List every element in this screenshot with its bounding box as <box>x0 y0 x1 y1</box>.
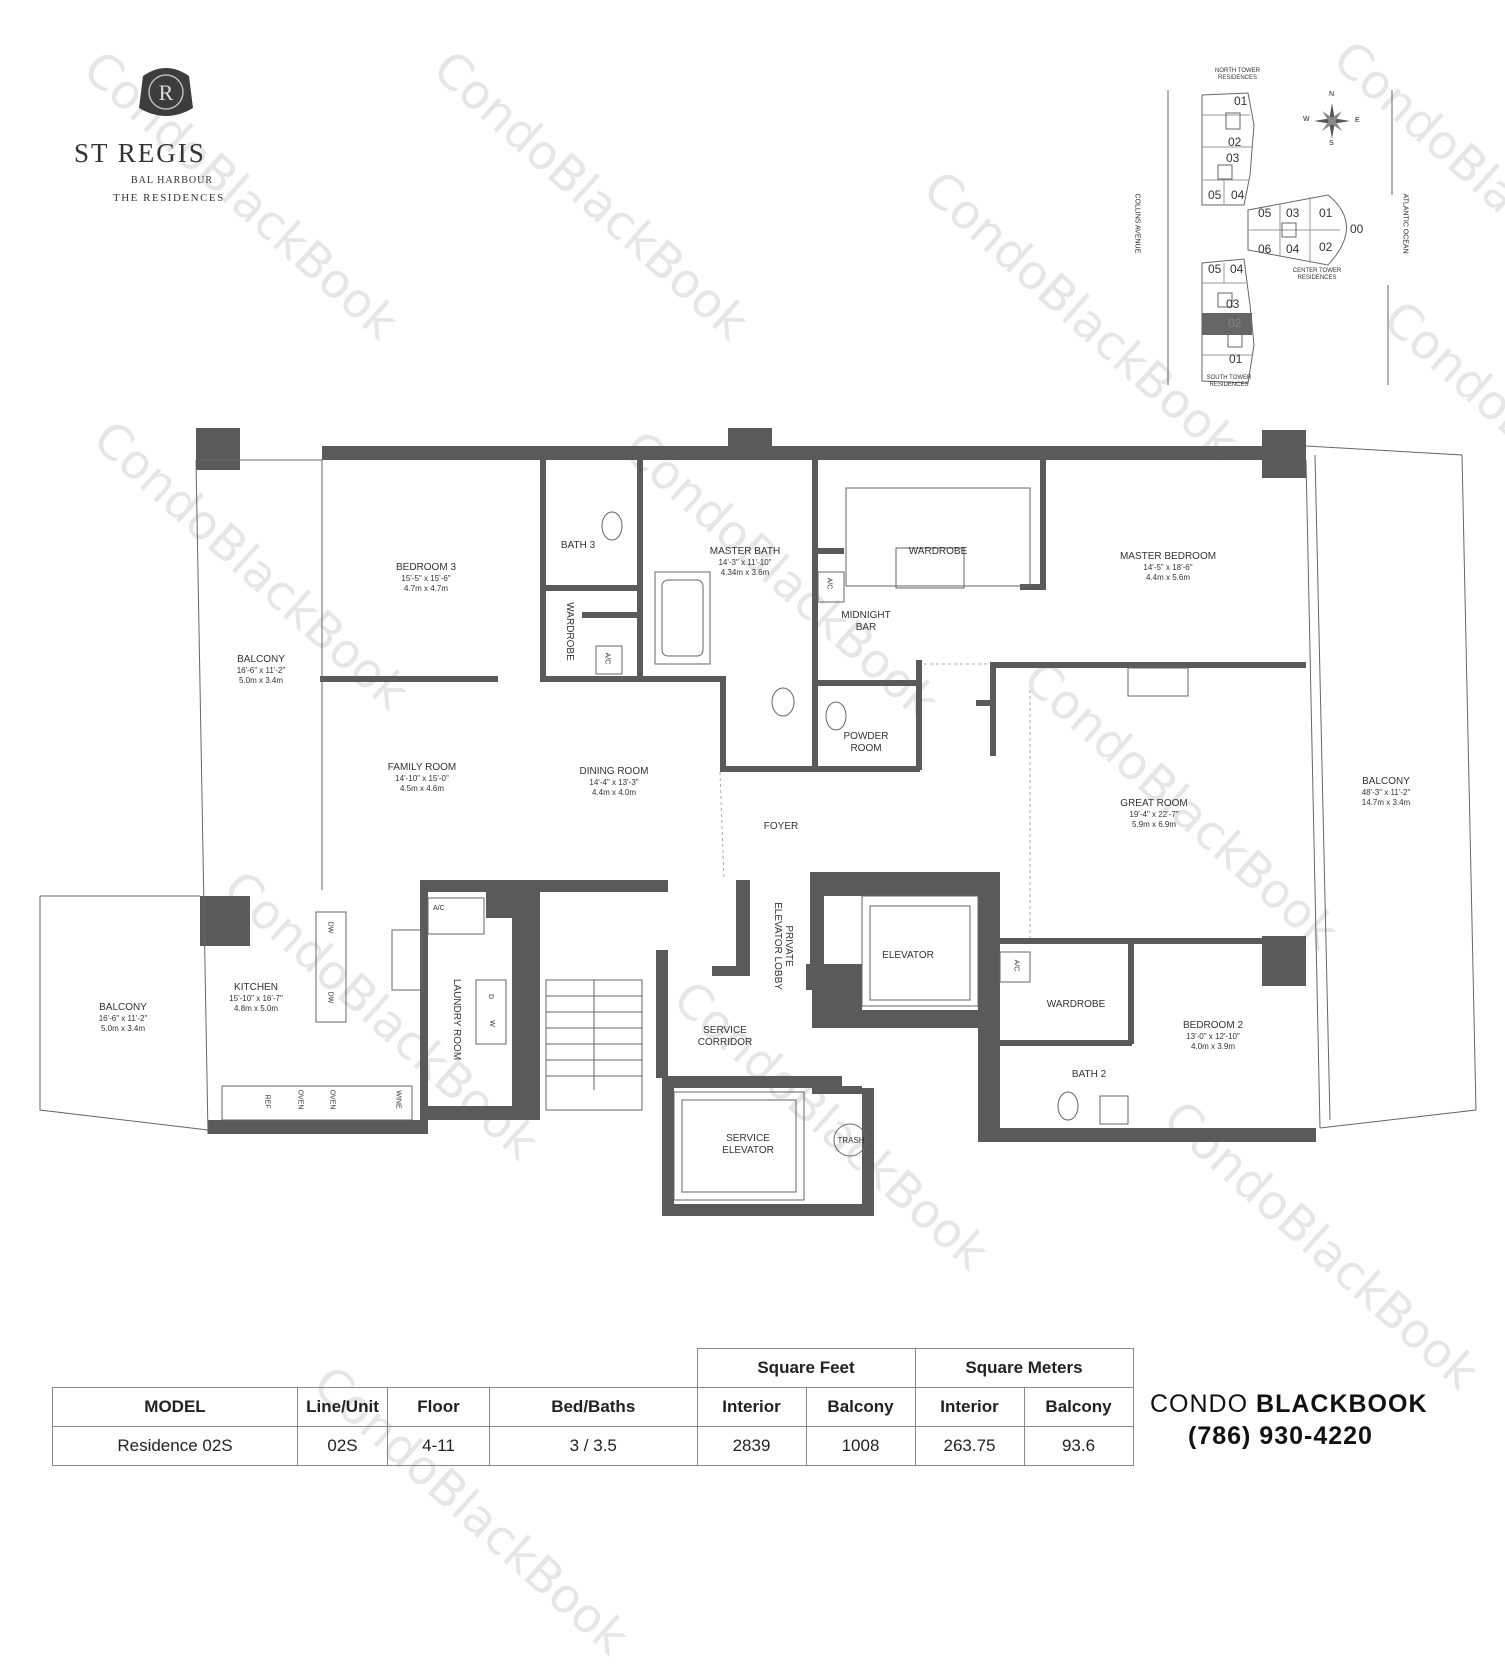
header-model: MODEL <box>52 1387 298 1427</box>
dashed-lines <box>719 663 1031 938</box>
brand-word-blackbook: BLACKBOOK <box>1256 1390 1428 1418</box>
keyplan-unit: 05 <box>1208 188 1222 202</box>
dishwasher-label: DW <box>326 921 334 934</box>
keyplan-unit: 02 <box>1319 240 1333 254</box>
oven-label: OVEN <box>296 1089 304 1110</box>
wine-cooler-label: WINE <box>394 1090 402 1109</box>
room-master-bath: MASTER BATH 14'-3" x 11'-10" 4.34m x 3.6… <box>709 546 781 577</box>
brand-word-condo: CONDO <box>1150 1390 1249 1418</box>
room-dining-room: DINING ROOM 14'-4" x 13'-3" 4.4m x 4.0m <box>579 766 649 797</box>
room-foyer: FOYER <box>763 821 799 832</box>
room-family-room: FAMILY ROOM 14'-10" x 15'-0" 4.5m x 4.6m <box>387 762 457 793</box>
oven-label: OVEN <box>328 1089 336 1110</box>
square-meters-header: Square Meters <box>914 1348 1134 1388</box>
ac-label: A/C <box>433 905 445 912</box>
room-wardrobe-bedroom-3: WARDROBE <box>563 602 575 661</box>
spec-table: Square Feet Square Meters MODEL Line/Uni… <box>52 1348 1134 1466</box>
keyplan-unit: 03 <box>1286 206 1300 220</box>
room-bath-2: BATH 2 <box>1071 1069 1107 1080</box>
room-trash: TRASH <box>837 1136 865 1145</box>
room-powder-room: POWDER ROOM <box>843 731 889 754</box>
washer-label: W <box>487 1020 495 1027</box>
ac-label: A/C <box>825 577 833 590</box>
cell-bed-baths: 3 / 3.5 <box>489 1426 698 1466</box>
room-balcony-east: BALCONY 48'-3" x 11'-2" 14.7m x 3.4m <box>1361 776 1411 807</box>
header-balcony-sqm: Balcony <box>1023 1387 1134 1427</box>
keyplan-unit: 04 <box>1231 188 1245 202</box>
room-service-corridor: SERVICE CORRIDOR <box>697 1025 753 1048</box>
brand-phone: (786) 930-4220 <box>1188 1422 1373 1450</box>
walls <box>196 428 1316 1216</box>
cell-interior-sqm: 263.75 <box>914 1426 1025 1466</box>
logo-tagline: THE RESIDENCES <box>113 192 225 204</box>
ac-label: A/C <box>1012 959 1020 972</box>
header-floor: Floor <box>387 1387 490 1427</box>
keyplan-unit: 01 <box>1229 352 1243 366</box>
keyplan-unit: 04 <box>1286 242 1300 256</box>
room-midnight-bar: MIDNIGHT BAR <box>841 610 891 633</box>
room-great-room: GREAT ROOM 19'-4" x 22'-7" 5.9m x 6.9m <box>1120 798 1188 829</box>
compass-n: N <box>1329 91 1335 98</box>
room-elevator: ELEVATOR <box>882 950 934 961</box>
keyplan-unit: 01 <box>1234 94 1248 108</box>
keyplan-unit: 03 <box>1226 151 1240 165</box>
header-balcony-sqft: Balcony <box>805 1387 916 1427</box>
cell-interior-sqft: 2839 <box>696 1426 807 1466</box>
keyplan-unit: 05 <box>1258 206 1272 220</box>
compass-e: E <box>1355 117 1360 124</box>
compass-s: S <box>1329 140 1334 147</box>
refrigerator-label: REF <box>263 1094 271 1109</box>
keyplan-unit: 01 <box>1319 206 1333 220</box>
room-wardrobe-master: WARDROBE <box>908 546 968 557</box>
keyplan-unit-selected: 02 <box>1228 316 1242 330</box>
cell-floor: 4-11 <box>387 1426 490 1466</box>
keyplan-unit: 02 <box>1228 135 1242 149</box>
header-bed-baths: Bed/Baths <box>489 1387 698 1427</box>
key-plan-drawing <box>1167 90 1393 385</box>
south-tower-label: SOUTH TOWER RESIDENCES <box>1206 375 1252 388</box>
room-balcony-southwest: BALCONY 16'-6" x 11'-2" 5.0m x 3.4m <box>98 1002 148 1033</box>
floor-plan <box>39 428 1477 1216</box>
svg-text:R: R <box>159 80 174 105</box>
dryer-label: D <box>487 993 495 1000</box>
room-service-elevator: SERVICE ELEVATOR <box>722 1133 774 1156</box>
room-bedroom-2: BEDROOM 2 13'-0" x 12'-10" 4.0m x 3.9m <box>1182 1020 1244 1051</box>
cell-line-unit: 02S <box>297 1426 388 1466</box>
room-balcony-west: BALCONY 16'-6" x 11'-2" 5.0m x 3.4m <box>236 654 286 685</box>
st-regis-crest-icon: R <box>139 68 193 116</box>
cell-balcony-sqft: 1008 <box>805 1426 916 1466</box>
keyplan-unit: 00 <box>1350 222 1364 236</box>
square-feet-header: Square Feet <box>696 1348 916 1388</box>
header-interior-sqm: Interior <box>914 1387 1025 1427</box>
room-private-elevator-lobby: PRIVATE ELEVATOR LOBBY <box>772 902 794 990</box>
room-master-bedroom: MASTER BEDROOM 14'-5" x 18'-6" 4.4m x 5.… <box>1119 551 1217 582</box>
outlines <box>39 445 1477 1201</box>
north-tower-label: NORTH TOWER RESIDENCES <box>1214 68 1260 81</box>
condo-blackbook-brand: CONDO BLACKBOOK <box>1150 1390 1428 1419</box>
keyplan-unit: 04 <box>1230 262 1244 276</box>
keyplan-unit: 03 <box>1226 297 1240 311</box>
logo-location: BAL HARBOUR <box>131 175 214 186</box>
room-bath-3: BATH 3 <box>560 540 596 551</box>
dishwasher-label: DW <box>326 991 334 1004</box>
room-kitchen: KITCHEN 15'-10" x 16'-7" 4.8m x 5.0m <box>229 982 283 1013</box>
keyplan-unit: 06 <box>1258 242 1272 256</box>
header-line-unit: Line/Unit <box>297 1387 388 1427</box>
room-wardrobe-bedroom-2: WARDROBE <box>1046 999 1106 1010</box>
room-bedroom-3: BEDROOM 3 15'-5" x 15'-6" 4.7m x 4.7m <box>395 562 457 593</box>
room-laundry-room: LAUNDRY ROOM <box>451 978 463 1061</box>
cell-model: Residence 02S <box>52 1426 298 1466</box>
ac-label: A/C <box>603 652 611 665</box>
cell-balcony-sqm: 93.6 <box>1023 1426 1134 1466</box>
compass-w: W <box>1303 116 1310 123</box>
logo-name: ST REGIS <box>74 138 206 168</box>
center-tower-label: CENTER TOWER RESIDENCES <box>1292 268 1342 281</box>
header-interior-sqft: Interior <box>696 1387 807 1427</box>
keyplan-unit: 05 <box>1208 262 1222 276</box>
